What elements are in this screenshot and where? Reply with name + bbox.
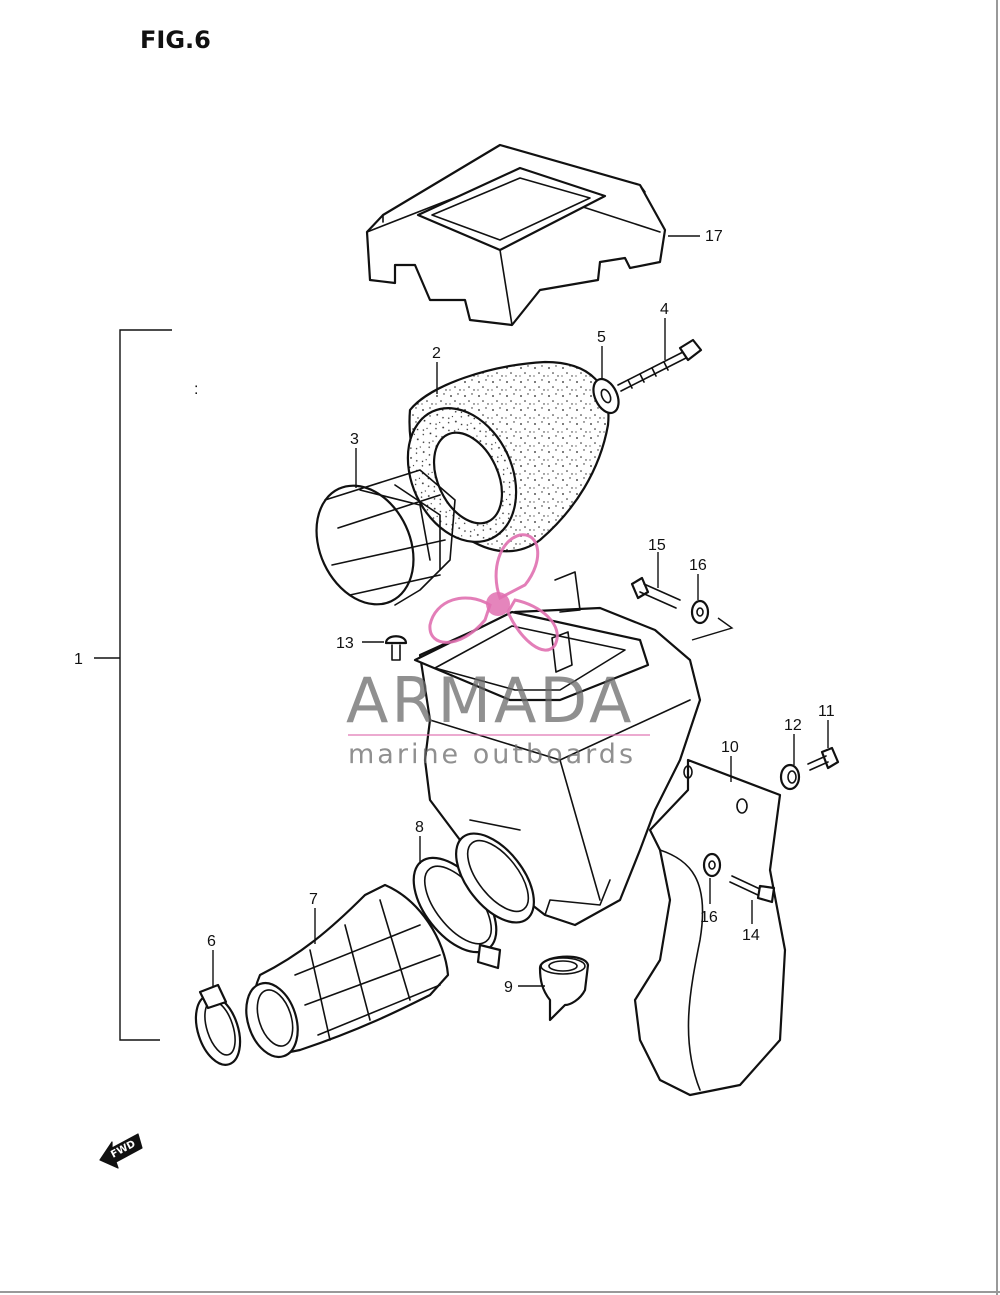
part-17-cover: 17: [365, 143, 723, 327]
callout-6: 6: [207, 933, 216, 950]
callout-5: 5: [597, 329, 606, 346]
callout-15: 15: [648, 537, 666, 554]
callout-4: 4: [660, 301, 669, 318]
part-10-bracket: 10: [633, 739, 787, 1097]
callout-12: 12: [784, 717, 802, 734]
callout-13: 13: [336, 635, 354, 652]
part-13-screw: 13: [336, 635, 408, 661]
watermark-brand: ARMADA: [346, 664, 634, 737]
part-4-long-bolt: 4: [617, 301, 703, 392]
callout-1: 1: [74, 651, 83, 668]
callout-8: 8: [415, 819, 424, 836]
figure-title: FIG.6: [140, 26, 211, 54]
part-11-bolt: 11: [807, 703, 840, 771]
callout-9: 9: [504, 979, 513, 996]
part-14-bolt: 14: [729, 875, 776, 944]
callout-16a: 16: [689, 557, 707, 574]
part-12-collar: 12: [779, 717, 802, 791]
callout-7: 7: [309, 891, 318, 908]
air-box-outlet: [455, 832, 535, 924]
callout-2: 2: [432, 345, 441, 362]
watermark-tagline: marine outboards: [348, 739, 636, 770]
propeller-icon: [428, 533, 559, 652]
part-7-intake-boot: 7: [245, 883, 450, 1058]
part-3-filter-cage: 3: [315, 431, 456, 606]
stray-mark: :: [194, 381, 198, 398]
callout-3: 3: [350, 431, 359, 448]
part-15-bolt: 15: [630, 537, 681, 609]
part-2-foam-filter: 2: [406, 345, 610, 553]
part-16-washer-lower: 16: [700, 852, 722, 926]
callout-14: 14: [742, 927, 760, 944]
watermark: ARMADA marine outboards: [346, 533, 650, 770]
callout-16b: 16: [700, 909, 718, 926]
part-5-washer: 5: [592, 329, 620, 415]
part-9-drain: 9: [504, 955, 590, 1022]
callout-10: 10: [721, 739, 739, 756]
part-16-washer-upper: 16: [689, 557, 734, 641]
assembly-bracket: 1 :: [74, 329, 198, 1041]
forward-arrow-icon: FWD: [99, 1133, 143, 1169]
callout-11: 11: [818, 703, 835, 720]
part-6-hose-clamp: 6: [194, 933, 242, 1066]
callout-17: 17: [705, 228, 723, 245]
